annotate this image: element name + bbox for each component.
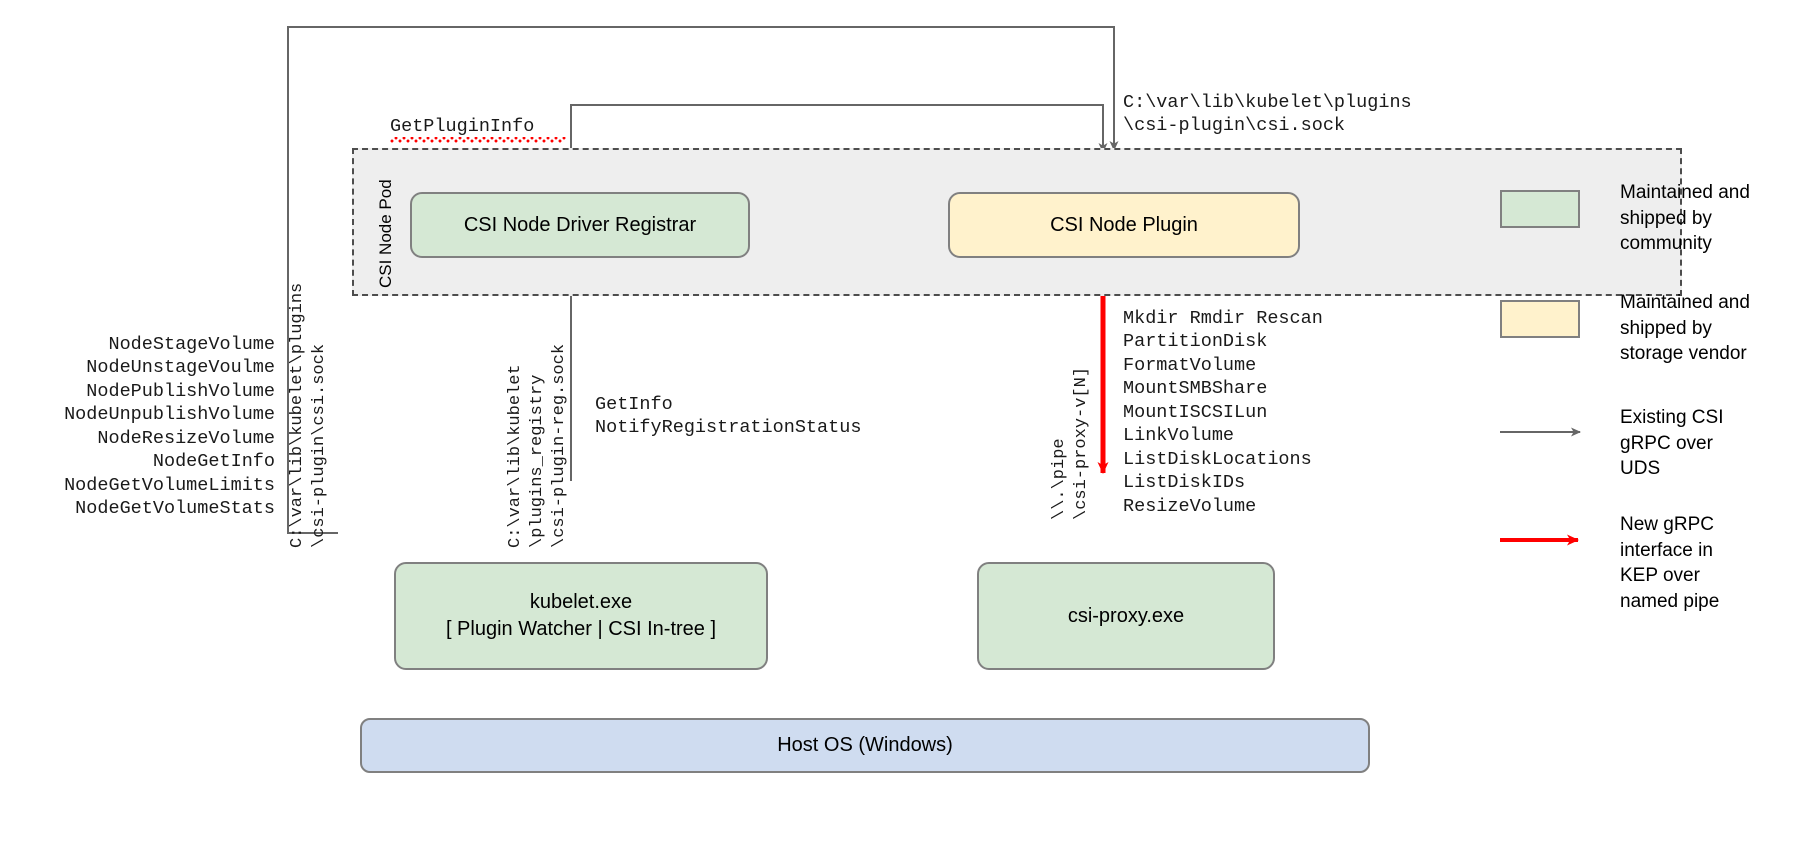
- list-node-service-calls: NodeStageVolume NodeUnstageVoulme NodePu…: [64, 334, 275, 520]
- label-named-pipe-rotated: \\.\pipe \csi-proxy-v[N]: [1050, 366, 1092, 520]
- box-kubelet-exe-sublabel: [ Plugin Watcher | CSI In-tree ]: [445, 618, 717, 640]
- spellcheck-squiggle-icon: [390, 137, 566, 143]
- box-host-os[interactable]: Host OS (Windows): [360, 718, 1370, 773]
- box-csi-node-driver-registrar[interactable]: CSI Node Driver Registrar: [410, 192, 750, 258]
- box-csi-proxy-exe[interactable]: csi-proxy.exe: [977, 562, 1275, 670]
- box-csi-node-plugin-label: CSI Node Plugin: [1050, 213, 1198, 236]
- legend-swatch-storage-vendor: [1500, 300, 1580, 338]
- box-kubelet-exe[interactable]: kubelet.exe [ Plugin Watcher | CSI In-tr…: [394, 562, 768, 670]
- label-registrar-calls: GetInfo NotifyRegistrationStatus: [595, 394, 862, 439]
- legend-text-community: Maintained and shipped by community: [1620, 182, 1750, 255]
- label-plugin-socket-path: C:\var\lib\kubelet\plugins \csi-plugin\c…: [1123, 92, 1412, 137]
- edge-registrar-to-node-plugin: [570, 104, 1108, 163]
- legend-text-storage-vendor: Maintained and shipped by storage vendor: [1620, 292, 1750, 365]
- box-csi-node-driver-registrar-label: CSI Node Driver Registrar: [463, 213, 697, 236]
- label-plugin-registry-sock-path-rotated: C:\var\lib\kubelet \plugins_registry \cs…: [506, 343, 570, 548]
- label-csi-sock-path-rotated: C:\var\lib\kubelet\plugins \csi-plugin\c…: [288, 282, 330, 548]
- list-csi-proxy-api-calls: Mkdir Rmdir Rescan PartitionDisk FormatV…: [1123, 308, 1323, 517]
- legend-text-existing-grpc: Existing CSI gRPC over UDS: [1620, 407, 1724, 480]
- legend-text-new-grpc: New gRPC interface in KEP over named pip…: [1620, 514, 1720, 612]
- box-csi-node-plugin[interactable]: CSI Node Plugin: [948, 192, 1300, 258]
- label-get-plugin-info: GetPluginInfo: [390, 116, 535, 137]
- csi-node-pod-label: CSI Node Pod: [376, 179, 395, 288]
- box-kubelet-exe-label: kubelet.exe: [529, 591, 633, 613]
- box-csi-proxy-exe-label: csi-proxy.exe: [1067, 604, 1185, 627]
- edge-kubelet-to-node-plugin: [287, 26, 1119, 534]
- box-host-os-label: Host OS (Windows): [777, 734, 953, 756]
- legend-swatch-community: [1500, 190, 1580, 228]
